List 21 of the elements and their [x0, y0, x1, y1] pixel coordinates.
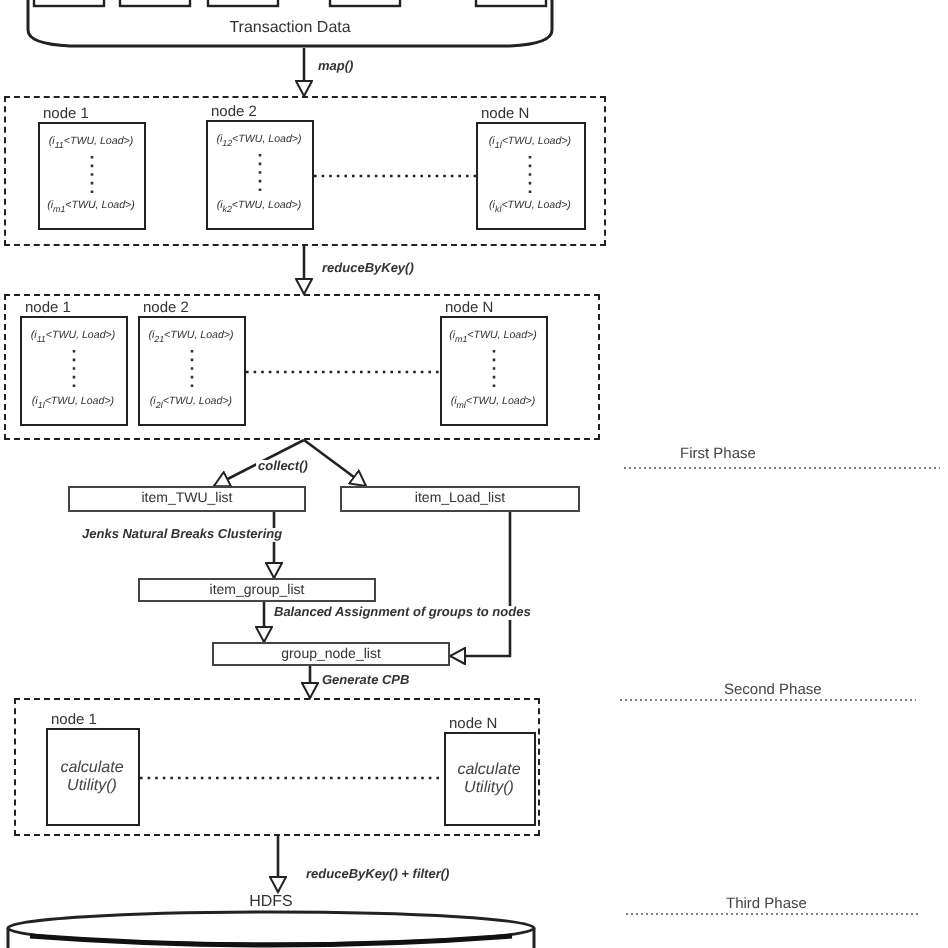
dotted-connector — [140, 776, 444, 780]
dotted-connector — [246, 370, 440, 374]
arrow — [265, 512, 283, 579]
arrow — [301, 666, 319, 699]
database-label: Transaction Data — [227, 18, 353, 36]
dashed-group-frame — [4, 96, 606, 246]
dotted-connector — [314, 174, 476, 178]
arrow — [213, 438, 305, 488]
database-cylinder — [26, 0, 554, 48]
function-text: calculate Utility() — [58, 758, 126, 794]
function-text: calculate Utility() — [455, 760, 523, 796]
database-label: HDFS — [247, 892, 295, 910]
arrow — [295, 246, 313, 295]
dashed-group-frame — [14, 698, 540, 836]
arrow — [269, 836, 287, 893]
arrow — [295, 48, 313, 97]
arrow — [303, 438, 367, 488]
dashed-group-frame — [4, 294, 600, 440]
arrow — [449, 512, 512, 665]
arrow — [255, 602, 273, 643]
database-cylinder — [6, 892, 536, 948]
